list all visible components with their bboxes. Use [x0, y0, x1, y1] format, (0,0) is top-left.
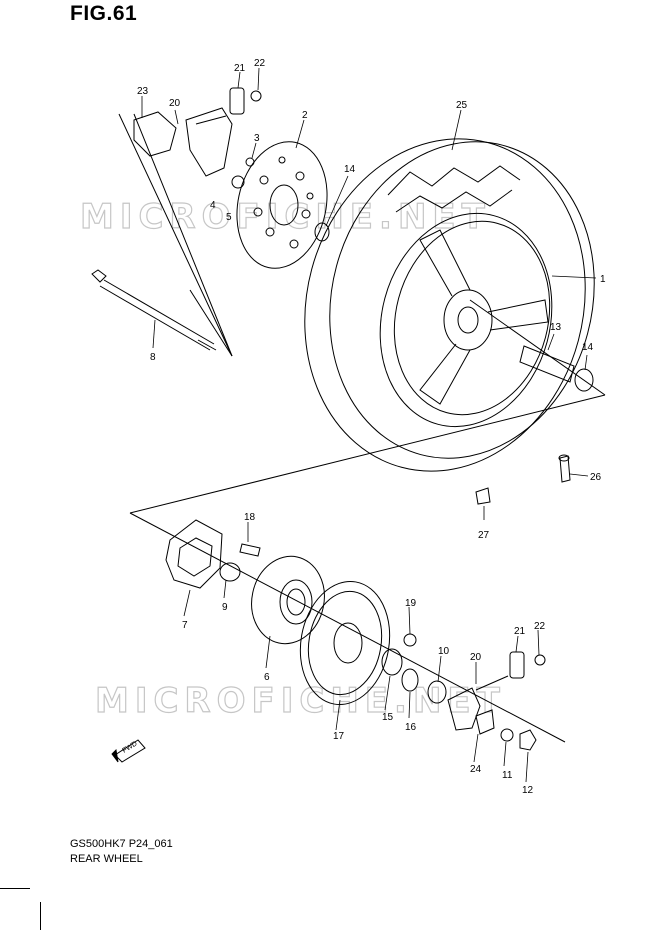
adjuster-nut	[534, 654, 546, 666]
part-label-26: 26	[590, 472, 602, 483]
part-label-7: 7	[182, 620, 188, 631]
part-label-14: 14	[344, 164, 356, 175]
part-label-8: 8	[150, 352, 156, 363]
figure-caption: REAR WHEEL	[70, 853, 143, 865]
part-label-27: 27	[478, 530, 490, 541]
margin-tick	[0, 888, 30, 889]
part-label-25: 25	[456, 100, 468, 111]
assembly-line	[129, 512, 566, 743]
figure-title: FIG.61	[70, 2, 138, 25]
part-label-10: 10	[438, 646, 450, 657]
wheel	[379, 212, 553, 428]
wheel-spacer	[314, 222, 594, 392]
figure-code: GS500HK7 P24_061	[70, 838, 173, 850]
leader-line	[189, 289, 233, 357]
washer	[500, 728, 514, 742]
valve	[558, 454, 571, 483]
brake-disc	[236, 141, 328, 269]
part-label-22: 22	[254, 58, 266, 69]
balancer-weight	[475, 487, 491, 505]
sprocket-hub	[251, 555, 325, 645]
part-label-24: 24	[470, 764, 482, 775]
assembly-line	[129, 394, 606, 514]
part-label-11: 11	[502, 770, 513, 781]
leader-line	[118, 113, 233, 357]
part-label-23: 23	[137, 86, 149, 97]
part-label-1: 1	[600, 274, 606, 285]
part-label-5: 5	[226, 212, 232, 223]
axle-plate	[475, 709, 495, 735]
part-label-3: 3	[254, 133, 260, 144]
part-label-2: 2	[302, 110, 308, 121]
axle-nut	[519, 729, 537, 751]
sprocket	[299, 580, 391, 706]
axle	[91, 269, 217, 351]
part-label-12: 12	[522, 785, 534, 796]
bearing	[381, 648, 403, 676]
watermark-bottom: MICROFICHE.NET	[95, 681, 506, 721]
adjuster-bolt	[475, 675, 509, 691]
part-label-20: 20	[470, 652, 482, 663]
tire	[304, 138, 595, 472]
part-label-22: 22	[534, 621, 546, 632]
fwd-label: FWD	[121, 740, 138, 754]
part-label-20: 20	[169, 98, 181, 109]
part-label-18: 18	[244, 512, 256, 523]
part-labels: 1234567891011121315161718192324252627141…	[137, 58, 606, 796]
part-label-6: 6	[264, 672, 270, 683]
hub-spacer	[219, 562, 241, 582]
adjuster-plate	[509, 651, 525, 679]
axle-line	[469, 299, 606, 396]
watermark-top: MICROFICHE.NET	[80, 197, 491, 237]
margin-rule	[40, 902, 41, 930]
part-label-14: 14	[582, 342, 594, 353]
leader-line	[133, 113, 233, 357]
spacer	[427, 680, 447, 704]
fwd-arrow-icon	[114, 739, 146, 763]
part-label-9: 9	[222, 602, 228, 613]
part-label-16: 16	[405, 722, 417, 733]
cush-rubber	[165, 519, 223, 589]
oil-seal	[401, 668, 419, 692]
sprocket-bolt	[239, 543, 261, 557]
caliper-bracket	[133, 87, 262, 189]
part-label-17: 17	[333, 731, 345, 742]
sprocket-nut	[403, 633, 417, 647]
part-label-15: 15	[382, 712, 394, 723]
part-label-4: 4	[210, 200, 216, 211]
part-label-13: 13	[550, 322, 562, 333]
part-label-21: 21	[234, 63, 246, 74]
part-label-19: 19	[405, 598, 417, 609]
part-label-21: 21	[514, 626, 526, 637]
